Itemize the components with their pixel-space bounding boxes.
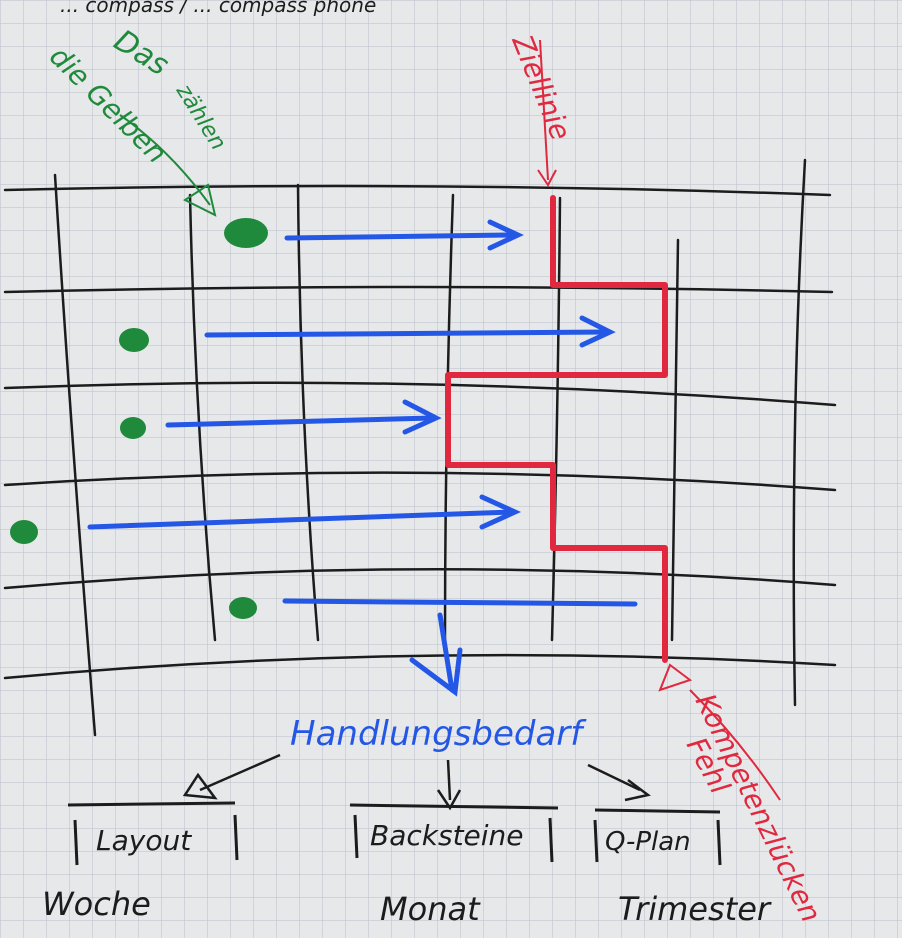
handlung-arrows xyxy=(182,753,651,811)
yellow-status-dots xyxy=(10,218,268,619)
box-layout-left xyxy=(73,819,79,866)
status-dot-4 xyxy=(10,520,38,544)
row-line-4 xyxy=(3,471,837,492)
arrowhead-row-1 xyxy=(487,219,524,251)
row-line-1 xyxy=(3,184,832,197)
row-line-6 xyxy=(3,653,837,680)
blue-arrows xyxy=(87,219,638,697)
box-backsteine-right xyxy=(548,817,554,863)
table-columns xyxy=(53,158,807,737)
label-handlungsbedarf: Handlungsbedarf xyxy=(290,714,587,754)
arrow-down xyxy=(437,612,455,693)
top-caption: ... compass / ... compass phone xyxy=(60,0,376,17)
box-qplan-right xyxy=(716,819,722,866)
green-annotation-arrow xyxy=(119,114,217,217)
col-line-1 xyxy=(53,173,97,737)
col-line-7 xyxy=(792,158,807,707)
arrowhead-down xyxy=(409,647,463,697)
arrowhead-row-3 xyxy=(402,399,442,435)
period-trimester: Trimester xyxy=(618,890,772,928)
status-dot-5 xyxy=(229,597,257,619)
arrow-row-4 xyxy=(87,509,515,530)
col-line-2 xyxy=(188,193,217,642)
col-line-3 xyxy=(296,183,320,642)
period-woche: Woche xyxy=(42,885,151,923)
row-line-5 xyxy=(3,567,837,590)
box-label-backsteine: Backsteine xyxy=(370,819,524,852)
red-annotation-arrows xyxy=(537,39,781,801)
box-label-qplan: Q-Plan xyxy=(605,827,691,857)
arrowhead-row-4 xyxy=(479,494,522,530)
arrow-row-3 xyxy=(165,415,435,428)
col-line-6 xyxy=(670,238,680,642)
period-boxes xyxy=(67,801,722,866)
row-line-3 xyxy=(3,381,837,407)
arrow-row-5 xyxy=(282,598,638,607)
arrowhead-row-2 xyxy=(579,315,616,348)
box-backsteine-left xyxy=(353,814,359,859)
box-qplan-top xyxy=(594,808,721,814)
status-dot-1 xyxy=(224,218,268,248)
box-qplan-left xyxy=(593,819,599,863)
box-label-layout: Layout xyxy=(96,824,192,857)
period-monat: Monat xyxy=(380,890,481,928)
arrow-row-2 xyxy=(204,329,611,338)
target-line xyxy=(445,195,668,663)
status-dot-3 xyxy=(120,417,146,439)
status-dot-2 xyxy=(119,328,149,352)
box-backsteine-top xyxy=(349,803,559,810)
row-line-2 xyxy=(3,285,834,294)
col-line-5 xyxy=(550,196,562,642)
arrow-row-1 xyxy=(284,232,513,241)
table-rows xyxy=(3,184,837,680)
box-layout-top xyxy=(67,801,236,807)
box-layout-right xyxy=(233,814,239,861)
